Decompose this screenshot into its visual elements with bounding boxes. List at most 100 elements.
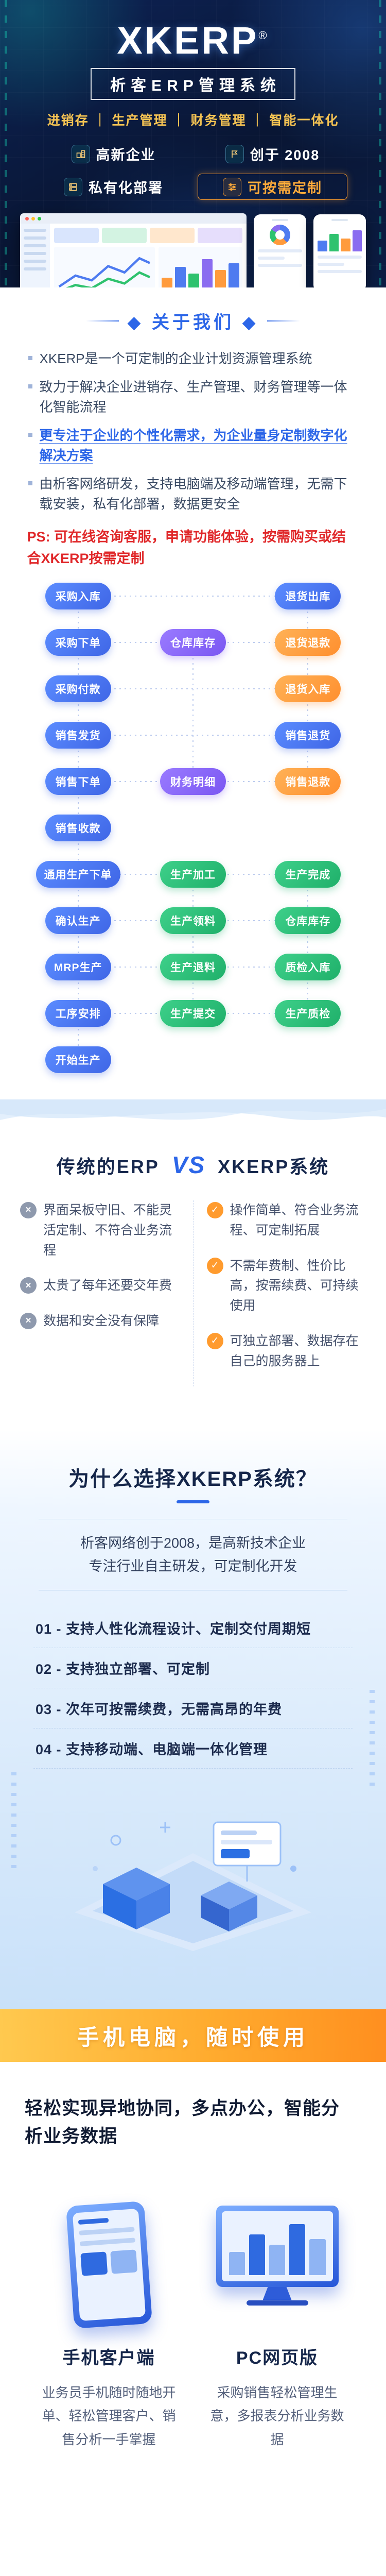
why-intro-line1: 析客网络创于2008，是高新技术企业 xyxy=(80,1535,306,1551)
monitor-chart xyxy=(221,2211,333,2281)
flow-node: 采购付款 xyxy=(45,675,111,702)
mobile-client-title: 手机客户端 xyxy=(62,2348,155,2368)
line-chart-mock xyxy=(54,247,155,287)
about-item-text: XKERP是一个可定制的企业计划资源管理系统 xyxy=(39,351,312,366)
check-icon: ✓ xyxy=(206,1202,223,1218)
dashboard-main xyxy=(50,224,247,287)
bar-chart-mock xyxy=(158,247,242,287)
flow-node: 生产退料 xyxy=(160,954,226,980)
about-item-highlighted: 更专注于企业的个性化需求，为企业量身定制数字化解决方案 xyxy=(27,426,359,466)
building-icon xyxy=(71,144,90,163)
donut-chart-mock xyxy=(270,225,290,245)
badge-customizable: 可按需定制 xyxy=(198,174,347,200)
badge-hightech: 高新企业 xyxy=(39,141,188,166)
dot-decoration-left xyxy=(11,1772,16,1875)
flow-node: 确认生产 xyxy=(45,907,111,934)
flow-node: 采购入库 xyxy=(45,583,111,609)
why-item: 02 - 支持独立部署、可定制 xyxy=(33,1648,353,1689)
pro-item: ✓可独立部署、数据存在自己的服务器上 xyxy=(206,1331,366,1371)
flow-node: 销售下单 xyxy=(45,768,111,795)
flow-node: 销售退款 xyxy=(275,768,341,795)
hero-section: XKERP® 析客ERP管理系统 进销存 ｜ 生产管理 ｜ 财务管理 ｜ 智能一… xyxy=(0,0,386,287)
why-item: 03 - 次年可按需续费，无需高昂的年费 xyxy=(33,1688,353,1729)
banner-section: 手机电脑，随时使用 xyxy=(0,2009,386,2062)
flow-node: MRP生产 xyxy=(45,954,111,980)
browser-chrome xyxy=(20,213,247,224)
brand-logo-text: XKERP xyxy=(117,19,259,62)
flow-node: 销售收款 xyxy=(45,815,111,841)
flowchart-canvas: 采购入库 退货出库 采购下单 仓库库存 退货退款 采购付款 退货入库 销售发货 … xyxy=(21,573,365,1083)
comparison-columns: ×界面呆板守旧、不能灵活定制、不符合业务流程 ×太贵了每年还要交年费 ×数据和安… xyxy=(20,1200,366,1387)
flow-node: 仓库库存 xyxy=(275,907,341,934)
why-title: 为什么选择XKERP系统？ xyxy=(68,1468,318,1490)
feature-badges: 高新企业 创于 2008 私有化部署 可按需定制 xyxy=(39,141,347,200)
sliders-icon xyxy=(223,177,241,196)
why-item: 04 - 支持移动端、电脑端一体化管理 xyxy=(33,1728,353,1769)
ps-note: PS: 可在线咨询客服，申请功能体验，按需购买或结合XKERP按需定制 xyxy=(27,529,346,566)
con-text: 数据和安全没有保障 xyxy=(43,1314,160,1328)
monitor-illustration xyxy=(216,2205,339,2326)
title-accent-bar xyxy=(177,1500,209,1503)
flow-node: 退货退款 xyxy=(275,629,341,656)
why-intro-line2: 专注行业自主研发，可定制化开发 xyxy=(89,1558,297,1574)
dashboard-sidebar xyxy=(20,224,50,287)
placeholder-line xyxy=(258,257,285,260)
server-icon xyxy=(64,177,82,196)
about-item: XKERP是一个可定制的企业计划资源管理系统 xyxy=(27,349,359,369)
flow-node: 生产质检 xyxy=(275,1000,341,1027)
cross-icon: × xyxy=(20,1202,37,1218)
bullet-square-icon xyxy=(28,384,32,388)
placeholder-line xyxy=(318,270,362,273)
con-item: ×数据和安全没有保障 xyxy=(20,1311,180,1331)
cons-column: ×界面呆板守旧、不能灵活定制、不符合业务流程 ×太贵了每年还要交年费 ×数据和安… xyxy=(20,1200,193,1386)
title-line-right xyxy=(267,320,300,321)
comparison-section: 传统的ERP VS XKERP系统 ×界面呆板守旧、不能灵活定制、不符合业务流程… xyxy=(0,1099,386,1429)
product-screenshots xyxy=(13,213,373,287)
window-dot-yellow xyxy=(31,216,35,221)
monitor-screen xyxy=(216,2205,339,2287)
window-dot-green xyxy=(38,216,41,221)
placeholder-line xyxy=(258,264,302,267)
isometric-illustration xyxy=(0,1791,386,1954)
pc-web-card: PC网页版 采购销售轻松管理生意，多报表分析业务数据 xyxy=(193,2187,361,2452)
pros-column: ✓操作简单、符合业务流程、可定制拓展 ✓不需年费制、性价比高，按需续费、可持续使… xyxy=(192,1200,366,1387)
pro-text: 可独立部署、数据存在自己的服务器上 xyxy=(230,1333,359,1368)
mobile-client-card: 手机客户端 业务员手机随时随地开单、轻松管理客户、销售分析一手掌握 xyxy=(25,2187,193,2452)
flow-node: 质检入库 xyxy=(275,954,341,980)
about-title: ◆ 关于我们 ◆ xyxy=(127,313,259,332)
bullet-square-icon xyxy=(28,481,32,485)
client-cards: 手机客户端 业务员手机随时随地开单、轻松管理客户、销售分析一手掌握 xyxy=(25,2187,361,2452)
title-xkerp: XKERP系统 xyxy=(218,1156,330,1177)
badge-founded: 创于 2008 xyxy=(198,141,347,166)
why-intro: 析客网络创于2008，是高新技术企业 专注行业自主研发，可定制化开发 xyxy=(39,1519,347,1591)
badge-label: 创于 2008 xyxy=(250,147,320,163)
flow-node: 仓库库存 xyxy=(160,629,226,656)
bullet-square-icon xyxy=(28,356,32,360)
placeholder-line xyxy=(318,263,344,266)
phone-illustration xyxy=(65,2200,152,2329)
window-dot-red xyxy=(25,216,29,221)
flow-node: 退货入库 xyxy=(275,675,341,702)
pro-text: 操作简单、符合业务流程、可定制拓展 xyxy=(230,1203,359,1238)
monitor-base xyxy=(246,2300,308,2306)
title-line-left xyxy=(86,320,119,321)
flow-node: 生产完成 xyxy=(275,861,341,888)
dashboard-body xyxy=(20,224,247,287)
about-section: ◆ 关于我们 ◆ XKERP是一个可定制的企业计划资源管理系统 致力于解决企业进… xyxy=(0,287,386,566)
clients-section: 轻松实现异地协同，多点办公，智能分析业务数据 手机客户端 业务员手机随时随地开单… xyxy=(0,2062,386,2576)
why-item: 01 - 支持人性化流程设计、定制交付周期短 xyxy=(33,1608,353,1649)
edge-decoration-left xyxy=(5,0,7,287)
badge-private-deploy: 私有化部署 xyxy=(39,174,188,200)
monitor-illustration-box xyxy=(197,2187,357,2326)
about-list: XKERP是一个可定制的企业计划资源管理系统 致力于解决企业进销存、生产管理、财… xyxy=(27,349,359,514)
brand-subtitle: 析客ERP管理系统 xyxy=(91,68,295,100)
phone-screenshot-1 xyxy=(254,214,306,287)
vs-mark: VS xyxy=(171,1151,206,1178)
about-item-text: 致力于解决企业进销存、生产管理、财务管理等一体化智能流程 xyxy=(39,379,347,415)
flow-node: 生产提交 xyxy=(160,1000,226,1027)
phone-notch xyxy=(331,219,348,221)
flow-node: 销售发货 xyxy=(45,722,111,749)
pc-web-desc: 采购销售轻松管理生意，多报表分析业务数据 xyxy=(210,2384,344,2447)
why-list: 01 - 支持人性化流程设计、定制交付周期短 02 - 支持独立部署、可定制 0… xyxy=(33,1608,353,1769)
